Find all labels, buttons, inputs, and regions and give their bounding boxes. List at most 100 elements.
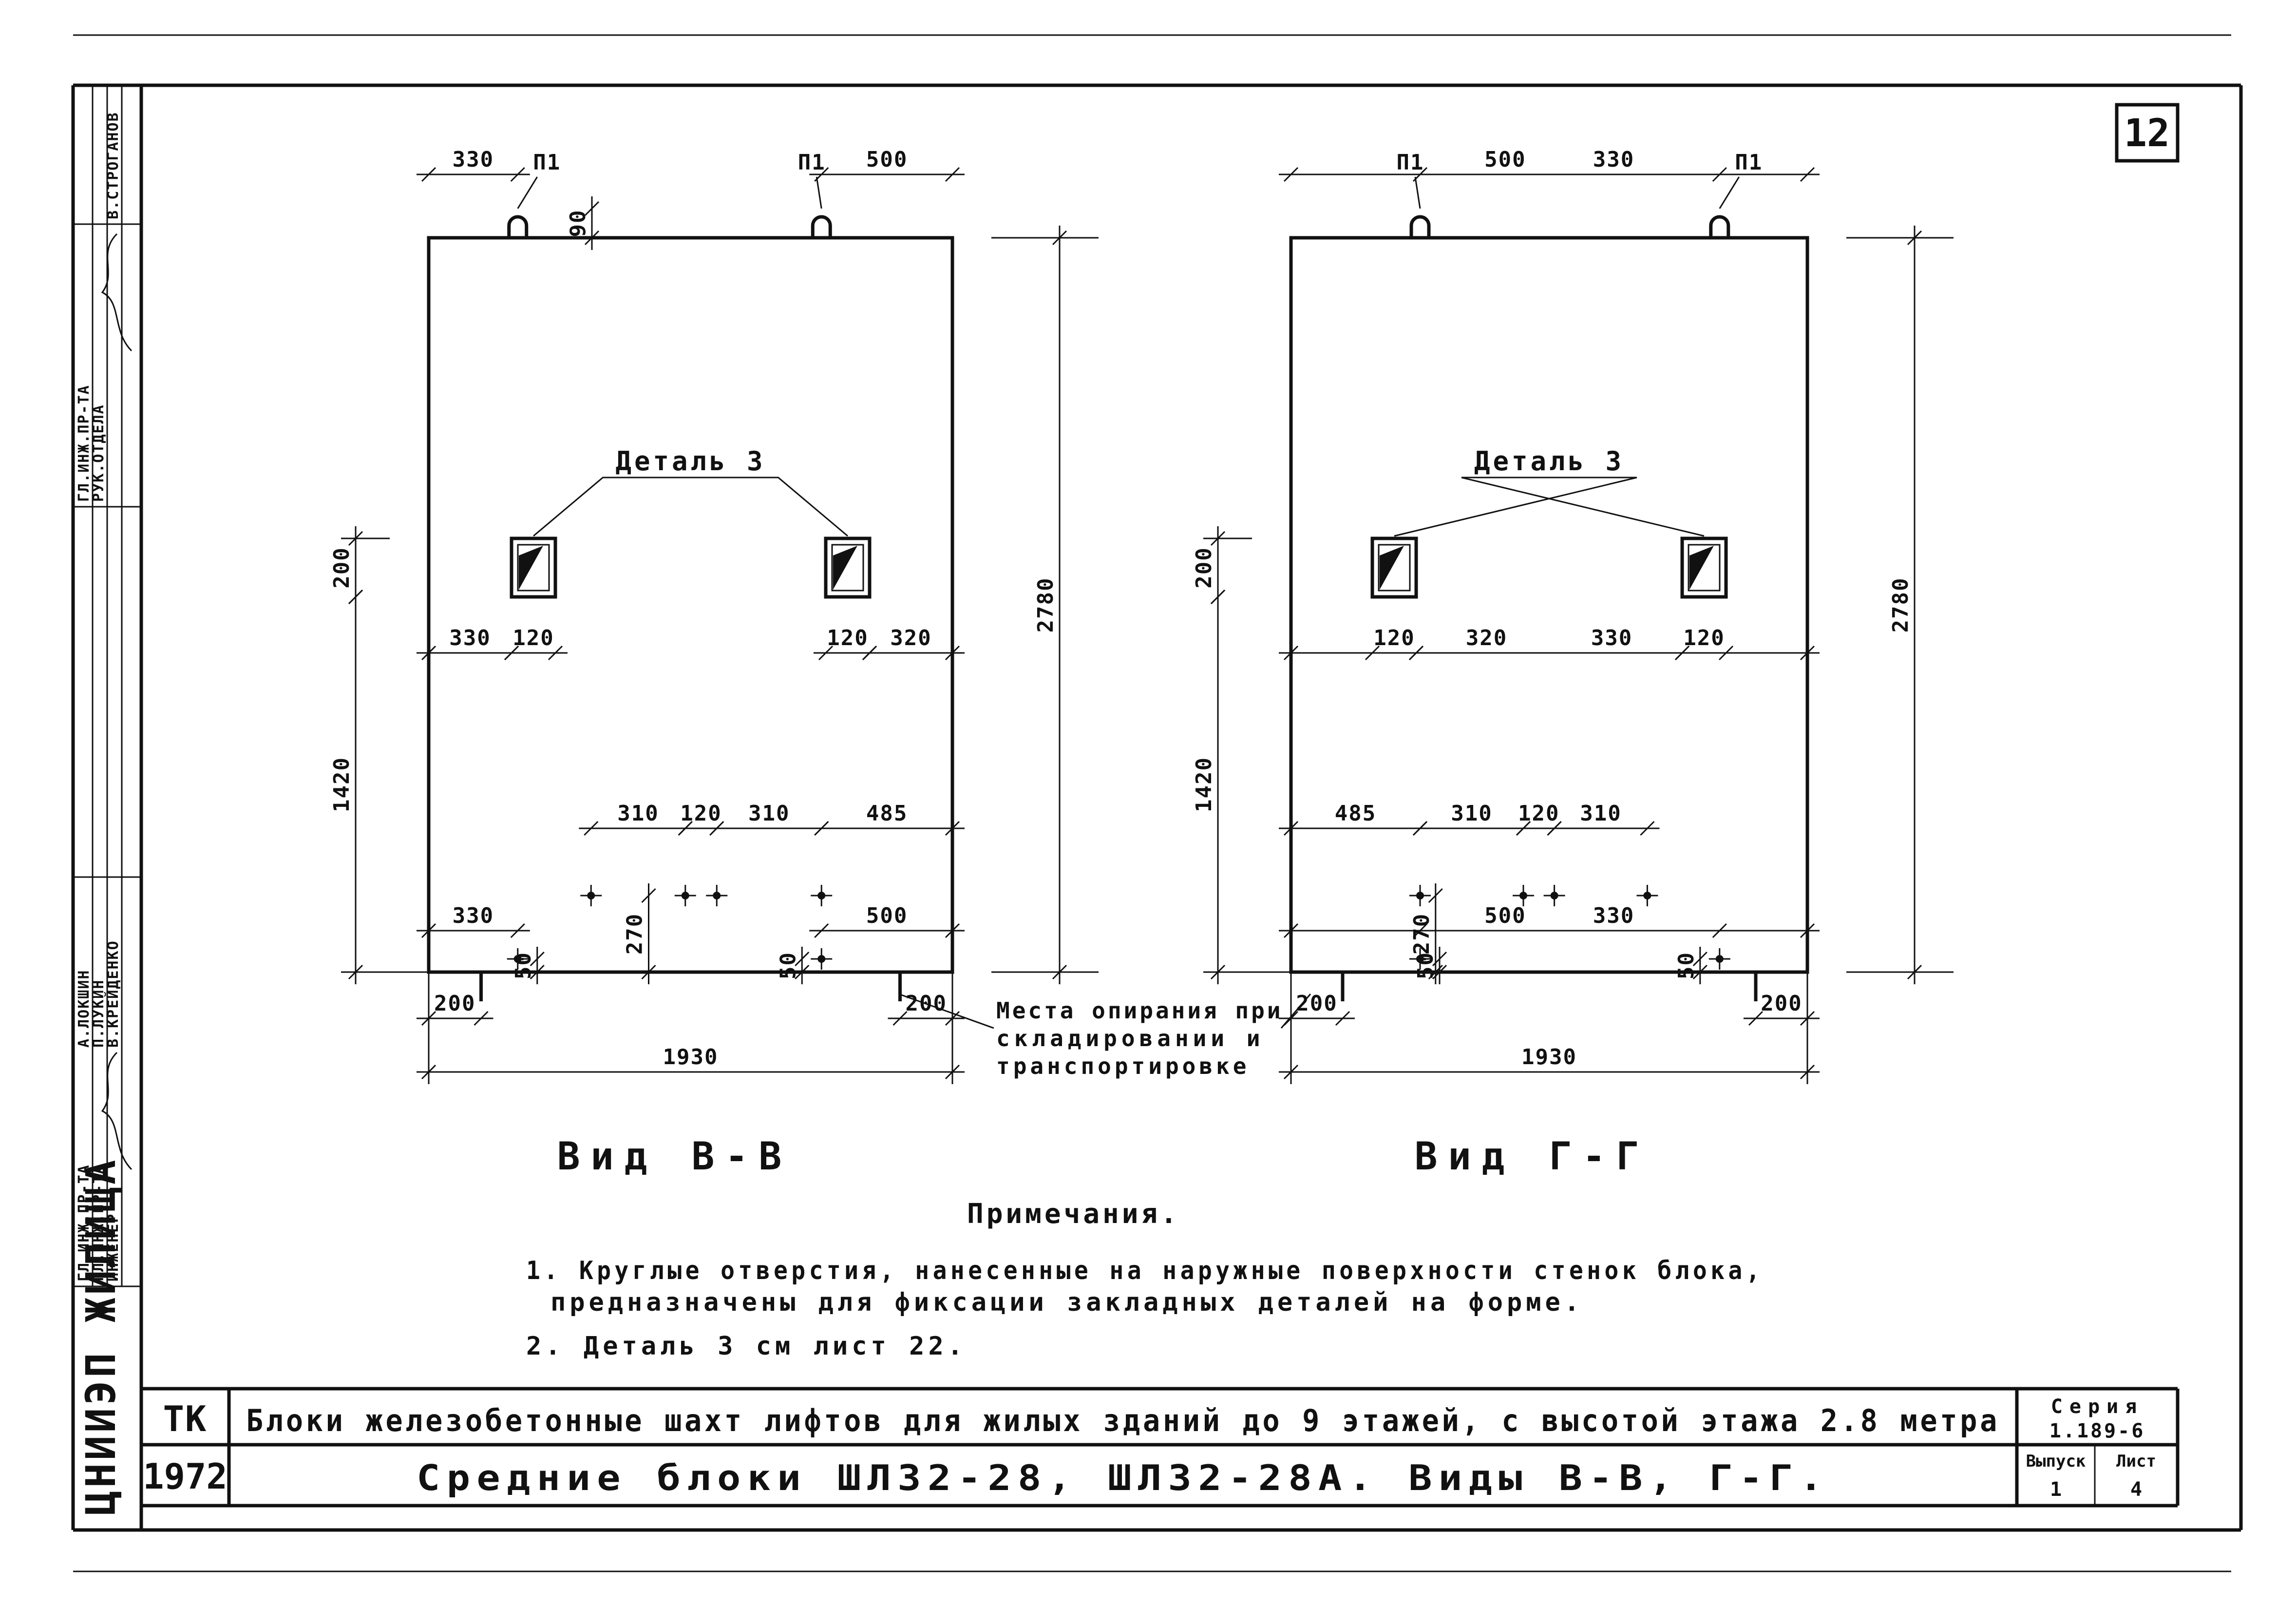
note-line-1: 1. Круглые отверстия, нанесенные на нару…	[526, 1256, 1764, 1285]
dimension-label-op-4: 320	[890, 626, 931, 650]
lifting-loop	[507, 215, 529, 238]
dimension-label-hole-height: 270	[1409, 913, 1434, 955]
dimension-tick	[1283, 923, 1299, 938]
dimension-tick	[510, 923, 525, 938]
dimension-label-left-height: 1420	[1192, 757, 1216, 812]
dimension-tick	[945, 1064, 960, 1080]
hole-marker	[513, 955, 522, 963]
opening-fill	[519, 546, 543, 590]
dimension-tick	[795, 964, 810, 980]
dimension-label-support-2: 200	[1761, 991, 1802, 1016]
hole-marker	[713, 892, 721, 899]
dimension-label-hole-1: 310	[1451, 801, 1492, 826]
dimension-label-bottom-1: 500	[1484, 903, 1526, 928]
opening-inner	[1378, 544, 1411, 592]
dimension-tick	[678, 821, 693, 836]
dimension-tick	[1800, 167, 1815, 182]
dimension-tick	[348, 589, 363, 605]
title-block: ТК 1972 Блоки железобетонные шахт лифтов…	[141, 1387, 2180, 1508]
stamp-name-bottom-2: П.ЛУКИН	[90, 979, 107, 1048]
detail-label: Деталь 3	[1474, 446, 1624, 477]
opening-outer	[1370, 536, 1418, 599]
support-note: Места опирания при складировании и транс…	[898, 993, 1311, 1079]
stamp-role-bottom-2: ГЛ.ИНЖ.ПР-ТА	[90, 1164, 107, 1281]
dimension-tick	[945, 923, 960, 938]
opening-outer	[1680, 536, 1728, 599]
dimension-tick	[474, 1011, 489, 1026]
dimension-label-op-2: 120	[1683, 626, 1725, 650]
opening-outer	[824, 536, 872, 599]
dimension-label-hole-1: 120	[680, 801, 721, 826]
loop-leader	[816, 176, 822, 209]
hole-marker	[681, 892, 689, 899]
dimension-tick	[530, 964, 545, 980]
dimension-label-op-2: 120	[512, 626, 554, 650]
loop-label: П1	[798, 150, 826, 175]
dimension-label-hole-0: 310	[617, 801, 659, 826]
dimension-label-op-3: 120	[827, 626, 868, 650]
stamp-role-top-2: РУК.ОТДЕЛА	[90, 404, 107, 502]
opening-fill	[1380, 546, 1404, 590]
dimension-tick	[1640, 821, 1655, 836]
loop-leader	[517, 176, 538, 209]
dimension-tick	[1335, 1011, 1350, 1026]
dimension-label-top-1: 500	[1484, 147, 1526, 172]
signature-1	[101, 233, 133, 352]
dimension-tick	[945, 645, 960, 661]
dimension-label-width: 1930	[1521, 1045, 1577, 1070]
dimension-tick	[421, 923, 436, 938]
dimension-label-right-height: 2780	[1033, 577, 1058, 633]
dimension-label-op-3: 120	[1373, 626, 1415, 650]
issue-label: Выпуск	[2026, 1452, 2086, 1471]
title-line-1: Блоки железобетонные шахт лифтов для жил…	[246, 1403, 2000, 1438]
sheet-number: 12	[2124, 112, 2170, 155]
dimension-tick	[1408, 645, 1424, 661]
dimension-tick	[1412, 167, 1428, 182]
dimension-tick	[1428, 888, 1443, 903]
dimension-label-op-1: 330	[449, 626, 491, 650]
signature-2	[101, 1052, 133, 1170]
dimension-tick	[641, 964, 656, 980]
note-line-2: предназначены для фиксации закладных дет…	[550, 1288, 1583, 1317]
dimension-tick	[421, 1064, 436, 1080]
dimension-label-hole-3: 310	[1580, 801, 1621, 826]
dimension-tick	[1432, 951, 1447, 967]
loop-label: П1	[1397, 150, 1424, 175]
dimension-tick	[504, 645, 519, 661]
side-stamp: ГЛ.ИНЖ.ПР-ТА РУК.ОТДЕЛА В.СТРОГАНОВ ГЛ.И…	[73, 85, 141, 1515]
title-line-2: Средние блоки ШЛ32-28, ШЛ32-28А. Виды В-…	[417, 1457, 1829, 1498]
support-note-line-2: складировании и	[996, 1025, 1264, 1052]
dimension-label-small-1: 50	[1674, 952, 1699, 979]
loop-leader	[1719, 176, 1740, 209]
hole-marker	[1643, 892, 1651, 899]
organization-name: ЦНИИЭП ЖИЛИЩА	[77, 1157, 125, 1515]
dimension-tick	[1748, 1011, 1764, 1026]
dimension-tick	[945, 167, 960, 182]
sheet-label: Лист	[2116, 1452, 2156, 1471]
issue-value: 1	[2050, 1478, 2062, 1501]
dimension-tick	[530, 951, 545, 967]
dimension-tick	[584, 230, 600, 246]
detail-label: Деталь 3	[615, 446, 765, 477]
hole-marker	[1550, 892, 1558, 899]
dimension-tick	[1283, 821, 1299, 836]
dimension-label-bottom-2: 330	[1593, 903, 1634, 928]
opening-fill	[833, 546, 857, 590]
opening-inner	[1688, 544, 1721, 592]
sheet-value: 4	[2130, 1478, 2142, 1501]
dimension-tick	[709, 821, 724, 836]
block-outline	[427, 236, 954, 974]
dimension-tick	[1800, 923, 1815, 938]
hole-marker	[1416, 892, 1424, 899]
dimension-label-support-1: 200	[434, 991, 475, 1016]
loop-label: П1	[1735, 150, 1763, 175]
dimension-label-left-height: 1420	[329, 757, 354, 812]
dimension-label-top-2: 330	[1593, 147, 1634, 172]
dimension-label-opening-height: 200	[329, 547, 354, 588]
dimension-label-hole-3: 485	[866, 801, 908, 826]
lifting-loop	[1409, 215, 1431, 238]
loop-label: П1	[533, 150, 561, 175]
notes-heading: Примечания.	[967, 1198, 1180, 1230]
